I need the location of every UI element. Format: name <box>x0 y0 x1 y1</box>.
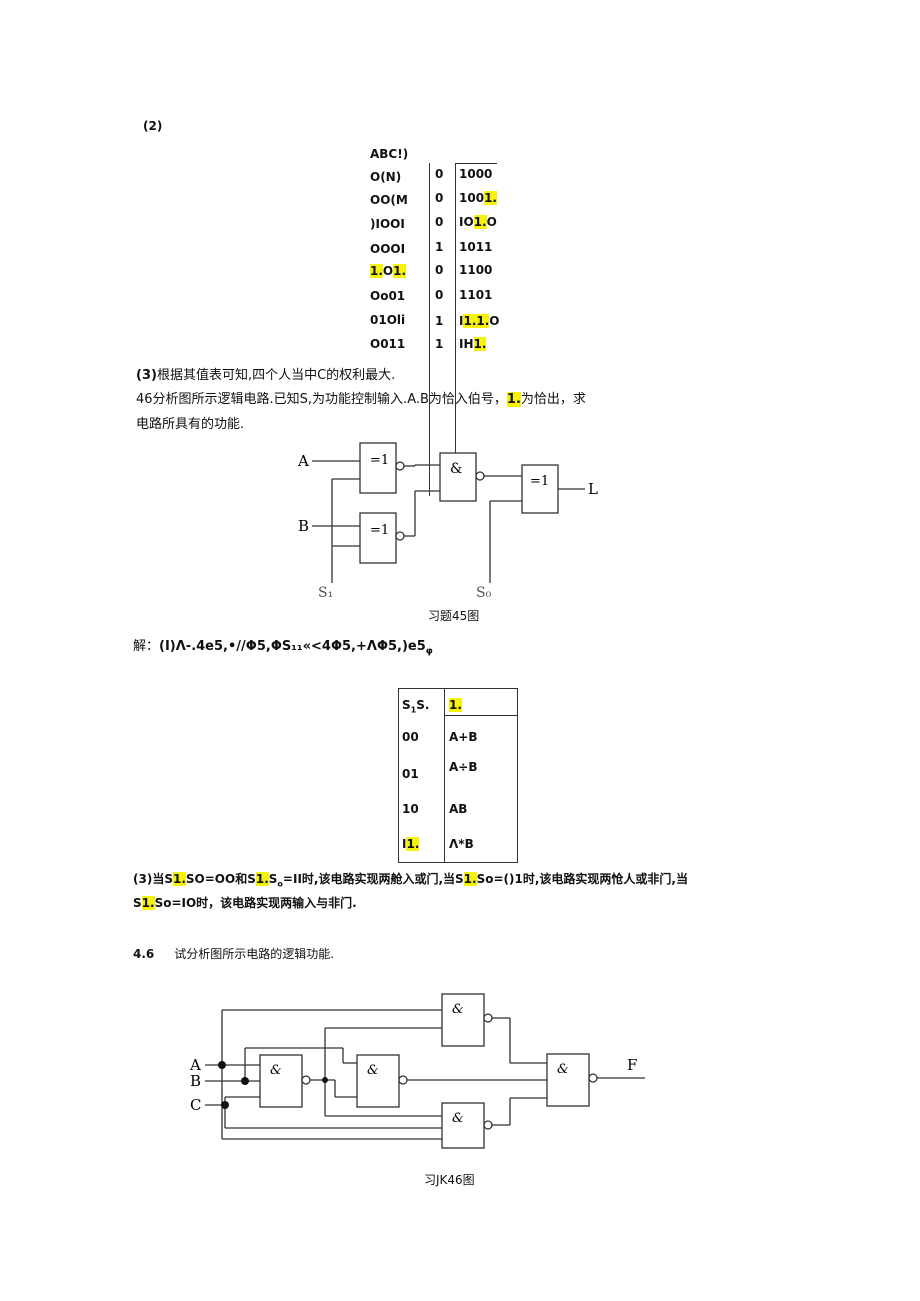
tt-row-5-left: 1.O1. <box>370 264 407 278</box>
tt-row-3-right: IO1.O <box>459 215 497 229</box>
input-b-label: B <box>298 517 309 535</box>
figure-45-caption: 习题45图 <box>428 609 480 623</box>
inverter-bubble-3 <box>475 471 485 481</box>
inverter-bubble-1 <box>395 461 405 471</box>
tt-row-7-right: I1.1.O <box>459 314 500 328</box>
gate-2-symbol: & <box>367 1063 379 1078</box>
table-rule-left <box>429 163 430 496</box>
part-2-label: (2) <box>143 119 163 133</box>
tt-row-1-left: O(N) <box>370 170 402 184</box>
tt-row-5-mid: 0 <box>435 263 444 277</box>
nand-gate-3 <box>441 993 485 1047</box>
figure-45-circuit: A B L S₁ S₀ =1 =1 & =1 <box>297 442 598 601</box>
figure-46-circuit: A B C F & & & & & <box>189 993 645 1149</box>
input-a-label: A <box>189 1056 201 1074</box>
ft-row-4-left: I1. <box>402 837 420 851</box>
ft-row-1-right: A+B <box>449 730 478 744</box>
tt-row-2-left: OO(M <box>370 193 408 207</box>
question-45-line-1: 46分析图所示逻辑电路.已知S,为功能控制输入.A.B为恰入伯号，1.为恰出，求 <box>136 392 586 407</box>
gate-output-symbol: & <box>557 1062 569 1077</box>
xor-gate-2 <box>359 512 397 564</box>
figure-46-caption: 习JK46图 <box>424 1173 475 1187</box>
tt-row-4-mid: 1 <box>435 240 444 254</box>
ft-header-left: S1S. <box>402 698 430 715</box>
nand-gate-4 <box>441 1102 485 1149</box>
para-3: (3)根据其值表可知,四个人当中C的权利最大. <box>136 368 396 383</box>
ft-row-2-left: 01 <box>402 767 419 781</box>
tt-row-6-left: Oo01 <box>370 289 406 303</box>
tt-row-1-mid: 0 <box>435 167 444 181</box>
ft-row-3-right: AB <box>449 802 468 816</box>
xor-gate-2-symbol: =1 <box>370 523 389 538</box>
ft-header-right: 1. <box>449 698 462 712</box>
truth-table-header: ABC!) <box>370 147 409 161</box>
tt-row-6-mid: 0 <box>435 288 444 302</box>
tt-row-7-mid: 1 <box>435 314 444 328</box>
inverter-bubble-2 <box>395 531 405 541</box>
table-rule-right <box>455 163 456 496</box>
tt-row-4-right: 1011 <box>459 240 493 254</box>
xor-gate-1-symbol: =1 <box>370 453 389 468</box>
input-c-label: C <box>190 1096 201 1114</box>
ft-row-3-left: 10 <box>402 802 419 816</box>
xor-gate-3 <box>521 464 559 514</box>
xor-gate-3-symbol: =1 <box>530 474 549 489</box>
tt-row-3-mid: 0 <box>435 215 444 229</box>
solution-formula: 解：(I)Λ-.4e5,•//Φ5,ΦS₁₁«<4Φ5,+ΛΦ5,)e5φ <box>133 639 433 657</box>
tt-row-8-mid: 1 <box>435 337 444 351</box>
ft-row-2-right: A÷B <box>449 760 478 774</box>
table-rule-top <box>455 163 497 164</box>
tt-row-6-right: 1101 <box>459 288 493 302</box>
and-gate-symbol: & <box>450 461 462 477</box>
tt-row-2-right: 1001. <box>459 191 497 205</box>
input-a-label: A <box>297 452 309 470</box>
input-s0-label: S₀ <box>476 585 492 601</box>
tt-row-7-left: 01Oli <box>370 313 406 327</box>
ft-row-4-right: Λ*B <box>449 837 474 851</box>
input-b-label: B <box>190 1072 201 1090</box>
tt-row-8-left: O011 <box>370 337 406 351</box>
nand-gate-1 <box>259 1054 303 1108</box>
tt-row-3-left: )IOOI <box>370 217 405 231</box>
para-s-line-2: S1.So=IO时，该电路实现两输入与非门. <box>133 896 357 910</box>
input-s1-label: S₁ <box>318 585 333 601</box>
gate-3-symbol: & <box>452 1002 464 1017</box>
tt-row-1-right: 1000 <box>459 167 493 181</box>
tt-row-2-mid: 0 <box>435 191 444 205</box>
ft-row-1-left: 00 <box>402 730 419 744</box>
ft-rule-vertical <box>444 689 445 862</box>
gate-1-symbol: & <box>270 1063 282 1078</box>
nand-gate-2 <box>356 1054 400 1108</box>
para-s-line-1: (3)当S1.SO=OO和S1.So=II时,该电路实现两舱入或门,当S1.So… <box>133 872 688 889</box>
tt-row-4-left: OOOI <box>370 242 406 256</box>
tt-row-8-right: IH1. <box>459 337 487 351</box>
output-f-label: F <box>627 1056 637 1074</box>
xor-gate-1 <box>359 442 397 494</box>
function-table: S1S. 1. 00 A+B 01 A÷B 10 AB I1. Λ*B <box>398 688 518 863</box>
ft-rule-horizontal <box>444 715 517 716</box>
tt-row-5-right: 1100 <box>459 263 493 277</box>
question-45-line-2: 电路所具有的功能. <box>136 417 245 432</box>
output-l-label: L <box>588 480 598 498</box>
gate-4-symbol: & <box>452 1111 464 1126</box>
